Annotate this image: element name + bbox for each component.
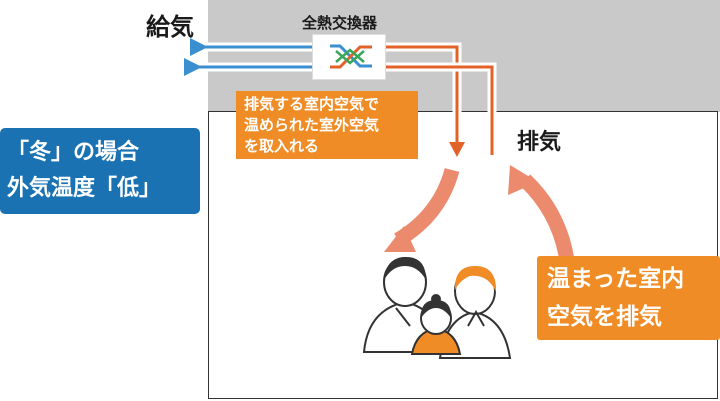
flow-up-arrow-icon (508, 165, 538, 195)
supply-air-lines (184, 38, 312, 76)
intake-note-line-3: を取入れる (244, 137, 320, 155)
supply-arrowhead-icon (449, 142, 465, 157)
flow-down-arrow-icon (384, 226, 416, 252)
season-line-2: 外気温度「低」 (7, 176, 162, 201)
exhaust-label: 排気 (517, 130, 562, 155)
intake-note-box: 排気する室内空気で 温められた室外空気 を取入れる (236, 91, 418, 159)
heat-exchange-icon (330, 44, 372, 69)
intake-note-line-1: 排気する室内空気で (244, 95, 380, 113)
exchanger-label: 全熱交換器 (302, 14, 378, 32)
exhaust-note-box: 温まった室内 空気を排気 (537, 256, 720, 340)
season-condition-box: 「冬」の場合 外気温度「低」 (0, 128, 200, 214)
exhaust-note-line-1: 温まった室内 (547, 266, 685, 292)
family-icon (362, 257, 512, 359)
supply-duct-into-room (386, 42, 465, 157)
exhaust-duct (386, 62, 497, 155)
supply-label: 給気 (146, 13, 194, 41)
season-line-1: 「冬」の場合 (7, 140, 140, 165)
room-airflow-arrows (384, 165, 576, 269)
exhaust-note-line-2: 空気を排気 (547, 304, 662, 330)
intake-note-line-2: 温められた室外空気 (244, 116, 380, 134)
